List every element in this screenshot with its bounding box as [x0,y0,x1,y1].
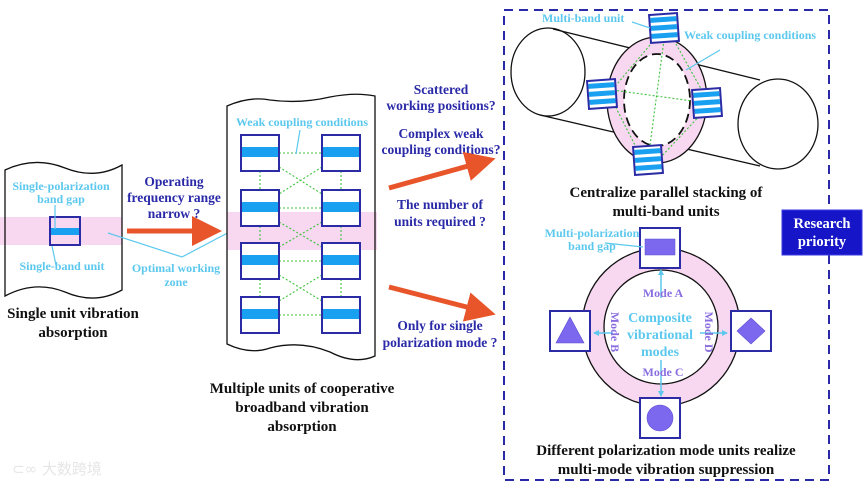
multi-band-unit [690,86,724,120]
band-gap-bar [323,202,359,212]
orange-arrow-down [388,284,496,322]
label-weak-coupling-cylinder: Weak coupling conditions [684,28,816,42]
leader-line [631,21,651,29]
band-gap-bar [51,228,79,235]
band-gap-bar [242,202,278,212]
label-mode-c: Mode C [643,365,684,379]
label-mode-b: Mode B [608,312,622,352]
label-weak-coupling: Weak coupling conditions [236,115,368,129]
triangle-shape-icon [555,316,585,344]
multi-unit-panel: Weak coupling conditions Multiple units … [210,93,395,435]
multi-band-unit [647,11,681,45]
leader-line [51,245,57,266]
research-priority-box [781,209,863,256]
unit-mode-c [639,397,681,439]
label-multi-band-unit: Multi-band unit [542,11,624,25]
leader-line [295,129,301,155]
band-gap-bar [323,255,359,265]
cylinder-end-left [510,27,586,117]
diamond-shape-icon [736,317,766,345]
zone-leader-line [107,227,238,258]
band-gap-bar [242,309,278,319]
label-mode-a: Mode A [643,286,684,300]
cylinder-end-right [737,78,819,170]
leader-line [604,242,644,248]
structure-outline [226,93,376,361]
annulus-inner [623,53,691,147]
band-gap-bar [242,147,278,157]
leader-line [685,49,721,71]
single-band-unit [49,216,81,246]
coupling-line [278,221,323,248]
band-gap-bar [323,309,359,319]
rectangle-shape-icon [644,238,676,256]
multi-band-units [585,11,724,177]
multi-band-unit [585,77,619,111]
coupling-line [278,274,323,302]
unit-grid [240,134,361,334]
multi-band-unit [631,143,665,177]
coupling-lines [604,39,708,161]
label-single-band-unit: Single-band unit [19,259,104,273]
watermark: ⊂∞ 大数跨境 [12,460,102,478]
label-mode-d: Mode D [702,312,716,353]
coupling-line [278,166,323,195]
cylinder-panel: Multi-band unit Weak coupling conditions… [510,11,819,220]
structure-outline [4,161,123,299]
caption-modes: Different polarization mode units realiz… [536,443,796,478]
band-gap-bar [323,147,359,157]
band-gap-bar [242,255,278,265]
circle-shape-icon [646,404,674,432]
orange-arrow-up [388,151,496,191]
